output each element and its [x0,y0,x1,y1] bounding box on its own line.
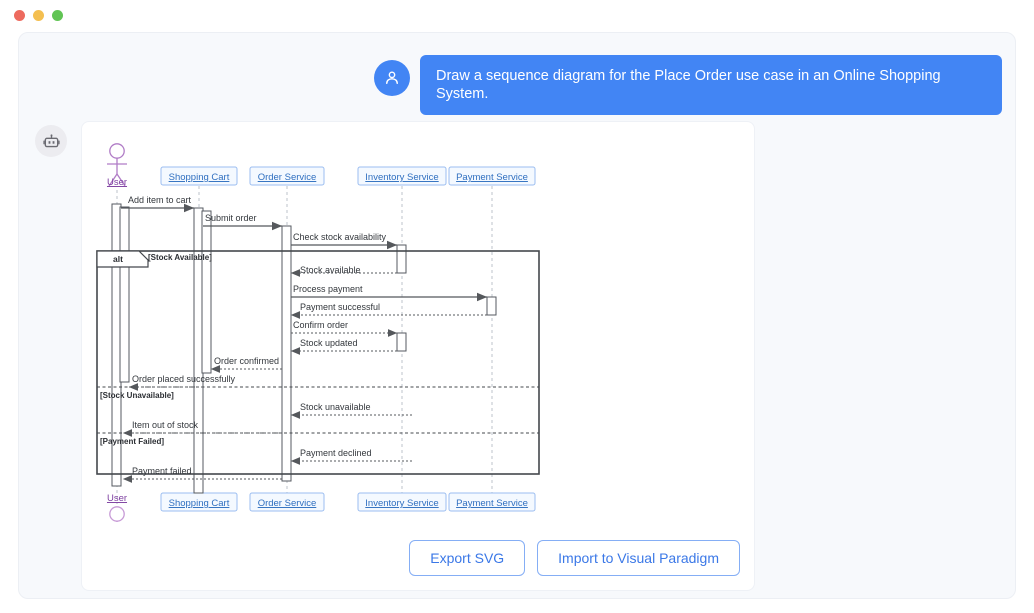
fragment-operator: alt [113,254,123,264]
robot-icon [42,133,60,147]
lifeline-head-inventory-service[interactable]: Inventory Service [357,166,447,186]
message-payment-successful[interactable]: Payment successful [290,302,487,319]
message-submit-order[interactable]: Submit order [203,213,283,231]
lifeline-label: Order Service [258,498,317,509]
actor-user-bottom[interactable] [107,506,127,522]
lifeline-label: Payment Service [456,498,528,509]
message-order-confirmed[interactable]: Order confirmed [210,356,282,373]
actor-user-top-label: User [107,177,127,188]
messages: Add item to cart Submit order Check stoc… [121,195,488,483]
minimize-window-button[interactable] [33,9,44,21]
actor-user-bottom-label: User [107,493,127,504]
message-label: Check stock availability [293,232,387,242]
lifeline-foot-shopping-cart[interactable]: Shopping Cart [160,492,238,512]
user-message-bubble: Draw a sequence diagram for the Place Or… [420,55,1002,116]
maximize-window-button[interactable] [52,9,63,21]
lifeline-heads-bottom: Shopping Cart Order Service Inventory Se… [160,492,536,512]
lifeline-foot-inventory-service[interactable]: Inventory Service [357,492,447,512]
message-label: Stock available [300,265,361,275]
message-label: Confirm order [293,320,348,330]
message-order-placed-successfully[interactable]: Order placed successfully [128,374,236,391]
message-payment-declined[interactable]: Payment declined [290,448,412,465]
lifeline-foot-payment-service[interactable]: Payment Service [448,492,536,512]
lifeline-label: Inventory Service [365,498,438,509]
lifeline-foot-order-service[interactable]: Order Service [249,492,325,512]
message-confirm-order[interactable]: Confirm order [291,320,398,337]
message-process-payment[interactable]: Process payment [291,284,488,302]
diagram-actions: Export SVG Import to Visual Paradigm [409,540,740,576]
diagram-card: User User Shopping Cart [81,121,755,591]
sequence-diagram[interactable]: User User Shopping Cart [82,122,756,522]
message-stock-available[interactable]: Stock available [290,265,397,277]
person-icon [386,71,398,85]
message-label: Submit order [205,213,257,223]
avatar-assistant [35,125,67,157]
message-label: Stock unavailable [300,402,371,412]
lifeline-label: Payment Service [456,172,528,183]
user-message-row: Draw a sequence diagram for the Place Or… [374,55,1002,116]
message-stock-updated[interactable]: Stock updated [290,338,397,355]
message-label: Payment failed [132,466,192,476]
message-label: Stock updated [300,338,358,348]
lifeline-label: Shopping Cart [169,498,230,509]
message-stock-unavailable[interactable]: Stock unavailable [290,402,412,419]
message-check-stock-availability[interactable]: Check stock availability [291,232,398,250]
import-visual-paradigm-button[interactable]: Import to Visual Paradigm [537,540,740,576]
window-titlebar [0,0,1034,30]
message-label: Payment successful [300,302,380,312]
assistant-message-row: User User Shopping Cart [35,121,1001,591]
lifeline-head-order-service[interactable]: Order Service [249,166,325,186]
lifeline-head-payment-service[interactable]: Payment Service [448,166,536,186]
message-label: Order confirmed [214,356,279,366]
actor-user-top[interactable] [107,143,127,187]
lifeline-heads-top: Shopping Cart Order Service Inventory Se… [160,166,536,186]
message-add-item-to-cart[interactable]: Add item to cart [121,195,195,213]
export-svg-button[interactable]: Export SVG [409,540,526,576]
message-item-out-of-stock[interactable]: Item out of stock [122,420,282,437]
lifeline-label: Order Service [258,172,317,183]
message-label: Item out of stock [132,420,199,430]
message-label: Payment declined [300,448,372,458]
message-label: Add item to cart [128,195,192,205]
activation-bars [111,203,497,494]
fragment-guard-2: [Stock Unavailable] [100,391,174,400]
avatar-user [374,60,410,96]
message-label: Order placed successfully [132,374,236,384]
close-window-button[interactable] [14,9,25,21]
fragment-guard-3: [Payment Failed] [100,437,164,446]
fragment-guard-1: [Stock Available] [148,253,212,262]
message-payment-failed[interactable]: Payment failed [122,466,282,483]
chat-panel: Draw a sequence diagram for the Place Or… [18,32,1016,599]
lifeline-label: Inventory Service [365,172,438,183]
message-label: Process payment [293,284,363,294]
lifeline-head-shopping-cart[interactable]: Shopping Cart [160,166,238,186]
lifeline-label: Shopping Cart [169,172,230,183]
